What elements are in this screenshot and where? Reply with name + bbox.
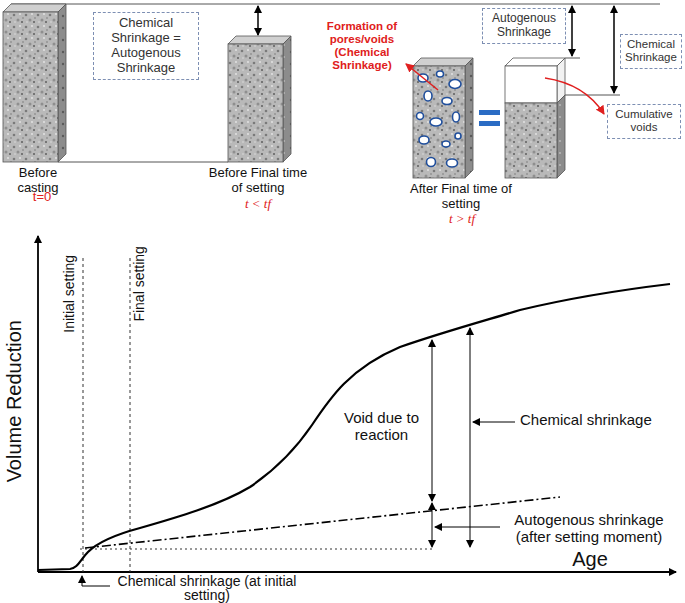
dashed-box: Autogenous Shrinkage bbox=[482, 8, 566, 44]
text-label: Age bbox=[560, 548, 620, 570]
box-text: Chemical Shrinkage = Autogenous Shrinkag… bbox=[96, 16, 196, 76]
text-label: Chemical shrinkage bbox=[520, 412, 670, 429]
text-label: Chemical shrinkage (at initial setting) bbox=[112, 574, 302, 602]
text-label: t > tf bbox=[432, 212, 492, 227]
box-text: Chemical Shrinkage bbox=[623, 38, 679, 64]
text-label: After Final time of setting bbox=[402, 182, 520, 211]
text-label: t=0 bbox=[22, 190, 62, 205]
text-label: Formation of pores/voids (Chemical Shrin… bbox=[316, 20, 408, 72]
axis-label: Volume Reduction bbox=[3, 301, 25, 501]
text-label: t < tf bbox=[228, 197, 288, 212]
dashed-box: Chemical Shrinkage = Autogenous Shrinkag… bbox=[93, 12, 199, 80]
dashed-box: Cumulative voids bbox=[607, 104, 681, 139]
box-text: Cumulative voids bbox=[610, 108, 678, 134]
axis-label: Final setting bbox=[132, 234, 148, 334]
dashed-box: Chemical Shrinkage bbox=[620, 34, 682, 69]
text-label: Autogenous shrinkage (after setting mome… bbox=[504, 512, 674, 546]
box-text: Autogenous Shrinkage bbox=[485, 12, 563, 40]
text-label: Before Final time of setting bbox=[203, 166, 313, 195]
text-label: Void due to reaction bbox=[334, 410, 429, 444]
axis-label: Initial setting bbox=[62, 244, 78, 344]
